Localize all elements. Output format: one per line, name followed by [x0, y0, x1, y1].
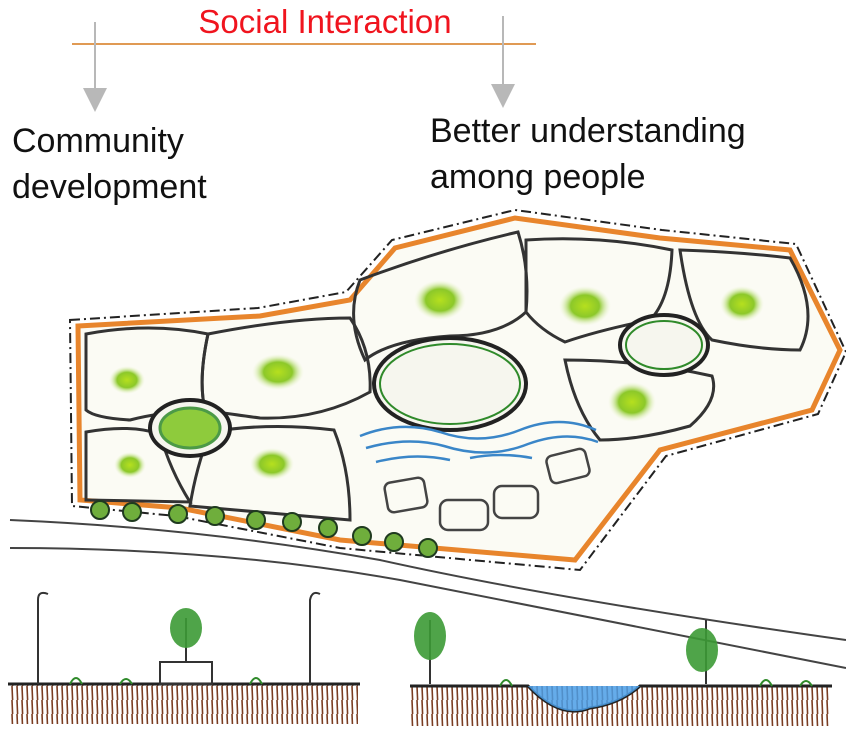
central-plaza [372, 336, 528, 432]
tree-canopy [559, 286, 611, 326]
section-right [410, 612, 832, 726]
tree-canopy [109, 366, 145, 394]
tree [414, 612, 446, 660]
small-plaza [618, 313, 710, 377]
section-left [8, 591, 360, 724]
water-feature [359, 420, 599, 464]
pond [528, 686, 640, 712]
tree [170, 608, 202, 648]
tree-canopy [252, 354, 304, 390]
tree [686, 628, 718, 672]
bench [159, 661, 213, 685]
branch-right-line1: Better understanding [430, 112, 746, 150]
central-plaza-ring [379, 343, 521, 425]
diagram-title: Social Interaction [198, 3, 452, 40]
branch-left-line1: Community [12, 122, 184, 160]
connector-lines [72, 16, 536, 112]
seating-area [383, 447, 591, 532]
branch-left-line2: development [12, 168, 207, 206]
street-trees [90, 500, 438, 558]
branch-community-development: Community development [12, 118, 312, 210]
branch-right-line2: among people [430, 158, 646, 196]
lamp-post [37, 591, 49, 684]
branch-better-understanding: Better understanding among people [430, 108, 840, 200]
tree-canopies [109, 280, 764, 480]
zone [678, 248, 810, 352]
lamp-post [309, 591, 321, 684]
tree-canopy [414, 280, 466, 320]
tree-canopy [608, 382, 656, 422]
tree-canopy [114, 452, 146, 478]
tree-canopy [250, 448, 294, 480]
zone [352, 230, 529, 363]
zone [188, 424, 352, 522]
tree-canopy [720, 286, 764, 322]
ground-roots [10, 684, 358, 724]
